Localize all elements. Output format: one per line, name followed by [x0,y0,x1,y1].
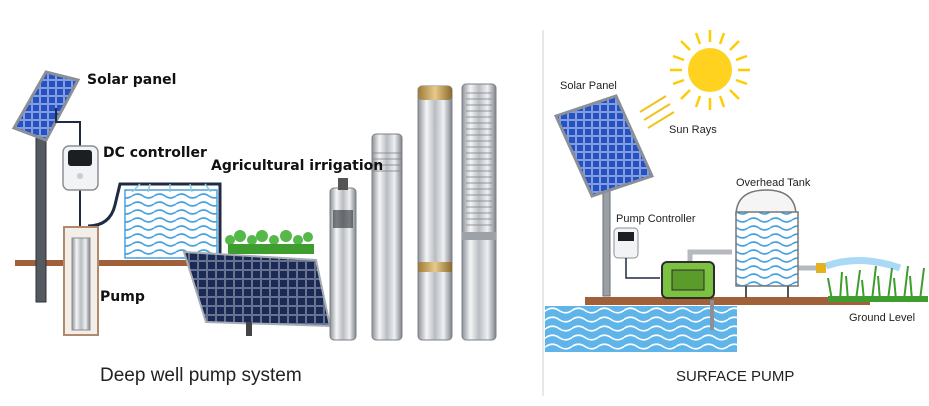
valve-icon [816,263,826,273]
pump-product-3 [417,85,453,341]
spray-icon [131,183,212,193]
label-solar-panel: Solar panel [87,72,177,88]
wire-panel-controller [55,108,81,146]
seedlings-icon [225,230,314,254]
label-pump-controller: Pump Controller [616,213,696,225]
label-dc-controller: DC controller [103,145,207,161]
well-pump-left [71,237,91,331]
water-jet [824,256,902,272]
ground-line-left [15,260,315,266]
label-solar-panel-right: Solar Panel [560,80,617,92]
solar-pole-right [602,189,611,297]
label-ground-level: Ground Level [849,312,916,324]
overhead-tank [735,189,799,298]
solar-panel-right [553,94,655,198]
irrigation-tank [124,189,218,259]
label-pump: Pump [100,289,145,305]
caption-surface-pump: SURFACE PUMP [676,368,795,385]
grass-bed [828,296,928,302]
right-panel [545,30,928,352]
irrigation-pipe [87,182,222,260]
surface-pump [661,261,715,299]
pump-controller [613,227,639,259]
array-stand [246,322,252,336]
label-overhead-tank: Overhead Tank [736,177,811,189]
caption-deep-well: Deep well pump system [100,365,302,386]
label-sun-rays: Sun Rays [669,124,717,136]
pump-product-2 [371,133,403,341]
ground-line-right [585,297,870,305]
sun-rays-arrows [639,95,675,129]
wire-controller-right [625,258,660,279]
pump-lineup [329,83,497,341]
sun-icon [670,30,750,110]
label-agricultural-irrigation: Agricultural irrigation [211,158,384,174]
dc-controller [62,145,99,191]
grass-icon [827,265,925,301]
solar-pole-left [35,119,47,303]
ground-solar-array [182,250,332,328]
water-source [545,306,737,352]
solar-panel-left [11,70,81,142]
left-panel [11,70,497,341]
